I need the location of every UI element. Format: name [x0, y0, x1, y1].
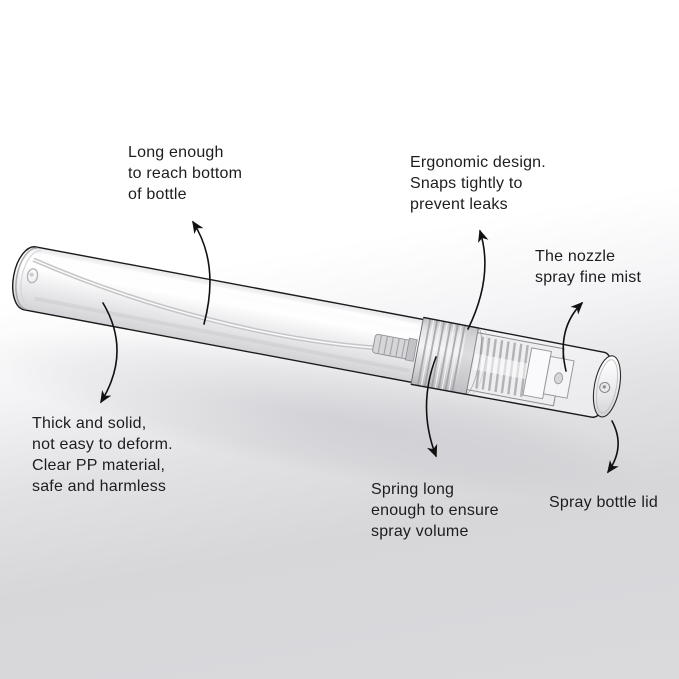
callout-line: prevent leaks	[410, 196, 508, 213]
callout-line: Spring long	[371, 481, 455, 498]
callout-pump-seal: Ergonomic design. Snaps tightly to preve…	[410, 152, 546, 215]
nozzle-orifice	[554, 372, 564, 385]
bottle-shadow	[0, 330, 650, 500]
callout-lid: Spray bottle lid	[549, 492, 658, 513]
pump-body	[466, 332, 575, 407]
callout-line: Snaps tightly to	[410, 175, 523, 192]
spray-bottle	[12, 246, 622, 418]
callout-line: spray fine mist	[535, 269, 642, 286]
dip-tube	[32, 257, 374, 350]
callout-line: Ergonomic design.	[410, 154, 546, 171]
callout-nozzle: The nozzle spray fine mist	[535, 246, 641, 288]
callout-line: to reach bottom	[128, 165, 243, 182]
lid	[410, 316, 622, 418]
pump-inlet-tip	[372, 333, 418, 362]
nozzle-actuator	[522, 347, 575, 400]
callout-line: spray volume	[371, 523, 469, 540]
callout-spring: Spring long enough to ensure spray volum…	[371, 479, 499, 542]
callout-arrow-lid	[607, 420, 619, 474]
callout-dip-tube: Long enough to reach bottom of bottle	[128, 142, 242, 205]
callout-line: The nozzle	[535, 248, 616, 265]
lid-end-face	[592, 355, 622, 418]
callout-arrow-tube-material	[100, 302, 118, 404]
callout-line: not easy to deform.	[32, 436, 173, 453]
callout-arrow-spring	[425, 356, 438, 458]
callout-line: Clear PP material,	[32, 457, 166, 474]
tube	[12, 246, 428, 384]
callout-tube-material: Thick and solid, not easy to deform. Cle…	[32, 413, 173, 497]
callout-line: Long enough	[128, 144, 224, 161]
spring	[472, 336, 531, 397]
callout-line: enough to ensure	[371, 502, 499, 519]
callout-line: Thick and solid,	[32, 415, 147, 432]
callout-line: safe and harmless	[32, 478, 167, 495]
callout-line: Spray bottle lid	[549, 494, 659, 511]
callout-arrow-pump-seal	[467, 229, 489, 330]
callout-arrow-nozzle	[562, 301, 584, 372]
callout-arrow-dip-tube	[192, 220, 211, 325]
callout-line: of bottle	[128, 186, 187, 203]
